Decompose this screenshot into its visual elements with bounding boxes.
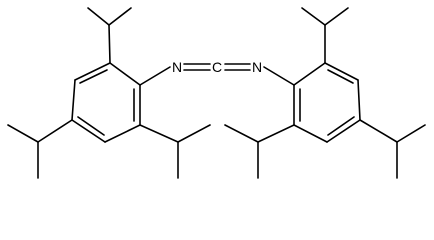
bond [359,119,398,143]
bond [74,62,111,81]
left-isopropyl-bottom [139,124,211,179]
atom-labels: N C N [172,59,262,75]
bond [326,119,361,143]
left-isopropyl-para [7,119,73,179]
bond [177,124,211,143]
bond [357,79,361,121]
bond [324,62,359,81]
bond [224,124,259,143]
left-isopropyl-top [87,7,132,64]
bond [293,62,326,86]
left-aryl-ring [71,62,141,143]
bond [257,124,295,143]
right-isopropyl-bottom [224,124,295,179]
bond [263,66,295,86]
carbodiimide-structure-diagram: N C N [7,7,426,179]
nitrogen-label-left: N [172,59,182,75]
bond [108,24,111,64]
carbodiimide-linker [139,63,295,86]
right-isopropyl-top [301,7,349,64]
double-bond-inner [79,69,108,84]
bond [87,7,110,26]
bond [37,119,73,143]
bond [293,124,328,143]
bond [324,7,349,26]
double-bond-inner [77,116,105,136]
bond [139,66,171,86]
right-isopropyl-para [359,119,426,179]
bond [139,124,179,143]
bond [108,7,132,26]
bond [109,62,141,86]
double-bond-inner [327,69,354,84]
right-aryl-ring [293,62,361,143]
carbon-label: C [212,59,222,75]
bond [396,124,426,143]
nitrogen-label-right: N [252,59,262,75]
bond [301,7,326,26]
bond [7,124,39,143]
double-bond-inner [327,116,355,136]
bond [104,124,141,143]
bond [71,119,106,143]
bond [71,79,76,121]
